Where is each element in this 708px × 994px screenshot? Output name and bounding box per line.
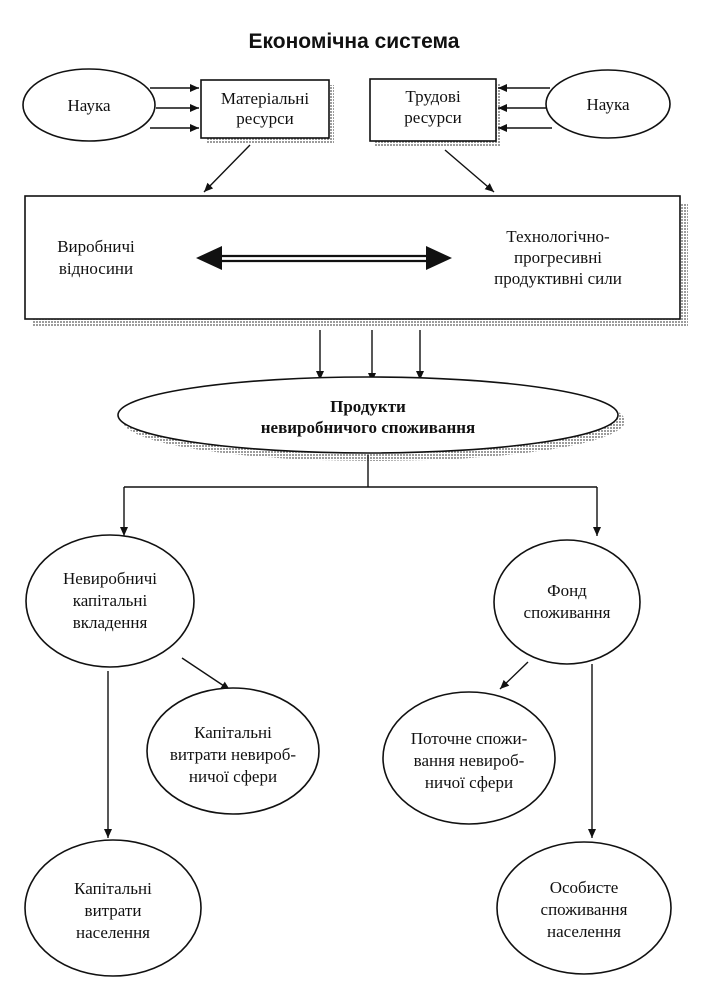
capital-costs-nonprod-line-1: Капітальні <box>194 723 272 742</box>
node-capital-costs-population: Капітальні витрати населення <box>24 839 202 977</box>
nauka-left-label: Наука <box>67 96 110 115</box>
current-consumption-line-2: вання невироб- <box>414 751 525 770</box>
nonprod-investment-line-3: вкладення <box>73 613 148 632</box>
capital-costs-population-line-3: населення <box>76 923 150 942</box>
productive-forces-line-2: прогресивні <box>514 248 602 267</box>
current-consumption-line-1: Поточне спожи- <box>411 729 528 748</box>
node-nonprod-investment: Невиробничі капітальні вкладення <box>25 534 195 668</box>
productive-forces-line-1: Технологічно- <box>506 227 610 246</box>
capital-costs-nonprod-line-3: ничої сфери <box>189 767 277 786</box>
current-consumption-line-3: ничої сфери <box>425 773 513 792</box>
arrows-second-level <box>104 657 596 838</box>
node-capital-costs-nonprod: Капітальні витрати невироб- ничої сфери <box>146 687 320 815</box>
node-current-consumption: Поточне спожи- вання невироб- ничої сфер… <box>382 691 556 825</box>
arrows-nauka-left <box>150 84 199 132</box>
nauka-right-label: Наука <box>586 95 629 114</box>
diagram-title: Економічна система <box>248 30 460 53</box>
labor-resources-line-1: Трудові <box>405 87 461 106</box>
node-nauka-right: Наука <box>545 69 671 139</box>
consumption-fund-line-1: Фонд <box>547 581 587 600</box>
branch-connector <box>120 455 601 536</box>
node-consumption-fund: Фонд споживання <box>493 539 641 665</box>
labor-resources-line-2: ресурси <box>404 108 461 127</box>
node-products: Продукти невиробничого споживання <box>117 376 625 461</box>
capital-costs-nonprod-line-2: витрати невироб- <box>170 745 297 764</box>
production-relations-line-2: відносини <box>59 259 133 278</box>
products-line-1: Продукти <box>330 397 406 416</box>
node-labor-resources: Трудові ресурси <box>369 78 501 146</box>
arrows-nauka-right <box>498 84 552 132</box>
personal-consumption-line-3: населення <box>547 922 621 941</box>
productive-forces-line-3: продуктивні сили <box>494 269 622 288</box>
capital-costs-population-line-2: витрати <box>85 901 142 920</box>
node-system-box: Виробничі відносини Технологічно- прогре… <box>24 195 688 327</box>
arrows-resources-to-system <box>203 144 495 193</box>
node-personal-consumption: Особисте споживання населення <box>496 841 672 975</box>
personal-consumption-line-2: споживання <box>541 900 628 919</box>
capital-costs-population-line-1: Капітальні <box>74 879 152 898</box>
nonprod-investment-line-1: Невиробничі <box>63 569 157 588</box>
material-resources-line-1: Матеріальні <box>221 89 309 108</box>
double-arrow <box>196 246 452 270</box>
production-relations-line-1: Виробничі <box>57 237 135 256</box>
personal-consumption-line-1: Особисте <box>550 878 619 897</box>
node-nauka-left: Наука <box>22 68 156 142</box>
material-resources-line-2: ресурси <box>236 109 293 128</box>
arrows-to-products <box>316 330 424 382</box>
nonprod-investment-line-2: капітальні <box>73 591 148 610</box>
products-line-2: невиробничого споживання <box>261 418 476 437</box>
node-material-resources: Матеріальні ресурси <box>200 79 334 143</box>
consumption-fund-line-2: споживання <box>524 603 611 622</box>
